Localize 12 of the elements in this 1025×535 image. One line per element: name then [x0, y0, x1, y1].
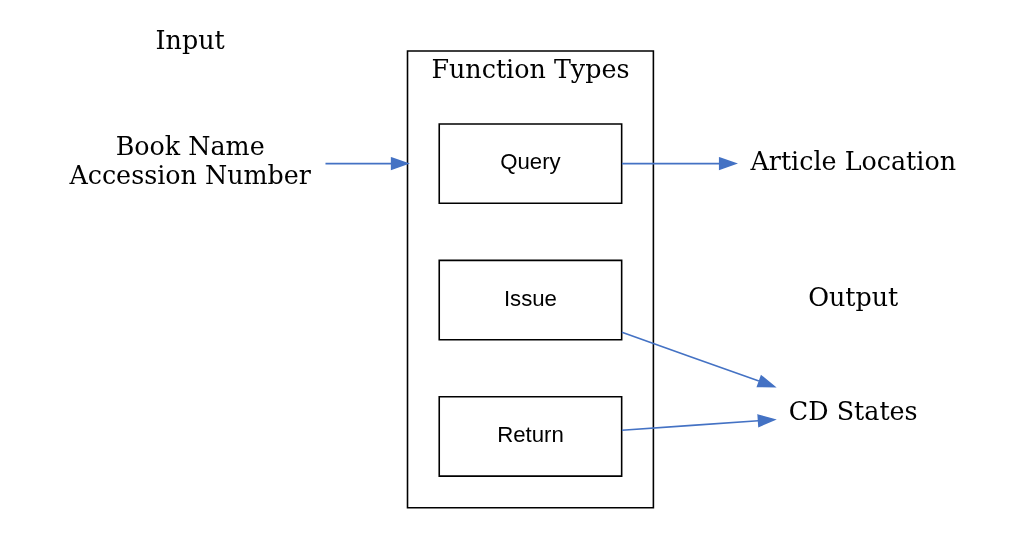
label: Output: [807, 282, 898, 313]
arrow: [620, 156, 738, 171]
node-box: Query: [437, 123, 622, 205]
node-box: Return: [437, 396, 622, 477]
node-text: Book Name Accession Number: [68, 131, 311, 190]
arrow: [620, 331, 777, 388]
node-text: Article Location: [749, 145, 956, 176]
node-box: Issue: [437, 259, 622, 341]
node-text: CD States: [788, 396, 918, 427]
arrow: [620, 414, 777, 431]
label: Input: [155, 25, 225, 56]
arrow: [324, 156, 410, 171]
